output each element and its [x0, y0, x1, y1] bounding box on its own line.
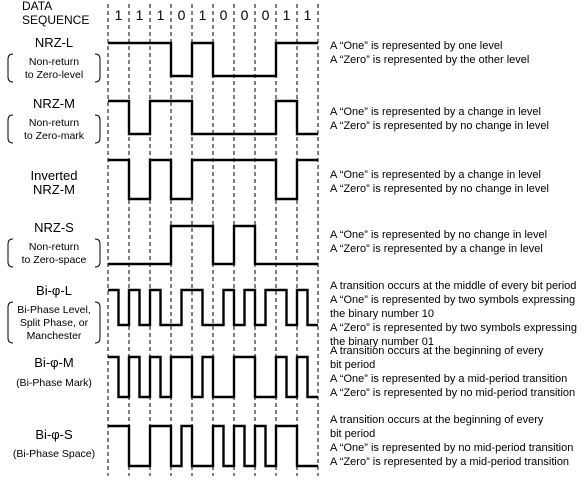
- encoding-description: A “Zero” is represented by a change in l…: [330, 243, 543, 255]
- left-bracket: [7, 238, 14, 268]
- encoding-description: A “One” is represented by a change in le…: [330, 169, 541, 181]
- encoding-subtitle: Bi-Phase Level,: [17, 304, 91, 316]
- encoding-description: A “Zero” is represented by no change in …: [330, 183, 549, 195]
- encoding-subtitle: Manchester: [27, 330, 82, 342]
- encoding-subtitle: to Zero-space: [22, 254, 87, 266]
- encoding-subtitle: Non-return: [29, 117, 79, 129]
- header-line-1: DATA: [22, 0, 52, 13]
- encoding-description: the binary number 10: [330, 308, 434, 320]
- encoding-description: A “Zero” is represented by no change in …: [330, 120, 549, 132]
- encoding-description: A “One” is represented by a change in le…: [330, 106, 541, 118]
- encoding-title: Inverted: [31, 168, 78, 183]
- encoding-row-bi-phase-s: Bi-φ-S (Bi-Phase Space) A transition occur…: [13, 414, 573, 468]
- data-bit: 1: [157, 7, 165, 23]
- encoding-subtitle: Non-return: [29, 241, 79, 253]
- right-bracket: [94, 301, 101, 344]
- data-bit: 1: [136, 7, 144, 23]
- right-bracket: [94, 114, 101, 144]
- encoding-subtitle: to Zero-level: [25, 69, 83, 81]
- encoding-subtitle: Split Phase, or: [20, 317, 89, 329]
- encoding-description: A transition occurs at the beginning of …: [330, 345, 544, 357]
- encoding-description: A “Zero” is represented by no mid-period…: [330, 387, 575, 399]
- waveform-bi-phase-m: [108, 355, 318, 399]
- encoding-description: the binary number 01: [330, 336, 434, 348]
- encoding-description: A “One” is represented by one level: [330, 40, 502, 52]
- data-bit: 1: [199, 7, 207, 23]
- encoding-description: A “Zero” is represented by the other lev…: [330, 54, 529, 66]
- encoding-row-bi-phase-l: Bi-φ-L Bi-Phase Level,Split Phase, orManc…: [7, 280, 577, 348]
- encoding-subtitle: (Bi-Phase Space): [13, 448, 95, 460]
- encoding-description: A “One” is represented by two symbols ex…: [330, 294, 575, 306]
- left-bracket: [7, 114, 14, 144]
- encoding-description: A “One” is represented by no mid-period …: [330, 442, 573, 454]
- encoding-description: A transition occurs at the middle of eve…: [330, 280, 576, 292]
- waveform-nrz-m: [108, 99, 318, 136]
- data-bit: 1: [283, 7, 291, 23]
- encoding-title: NRZ-S: [34, 220, 74, 235]
- encoding-title: Bi-φ-M: [34, 355, 73, 370]
- encoding-title: Bi-φ-L: [36, 283, 72, 298]
- encoding-subtitle: Non-return: [29, 56, 79, 68]
- data-bit: 1: [304, 7, 312, 23]
- waveform-bi-phase-s: [108, 424, 318, 468]
- data-bit: 0: [178, 7, 186, 23]
- waveform-nrz-s: [108, 224, 318, 266]
- waveform-nrz-l: [108, 41, 318, 78]
- encoding-description: bit period: [330, 359, 375, 371]
- encoding-row-bi-phase-m: Bi-φ-M (Bi-Phase Mark) A transition occurs…: [16, 345, 575, 399]
- encoding-description: A “Zero” is represented by a mid-period …: [330, 456, 569, 468]
- data-bit: 0: [262, 7, 270, 23]
- encoding-description: A transition occurs at the beginning of …: [330, 414, 544, 426]
- encoding-title: NRZ-M: [33, 182, 75, 197]
- encoding-description: A “Zero” is represented by two symbols e…: [330, 322, 577, 334]
- encoding-title: Bi-φ-S: [35, 427, 73, 442]
- right-bracket: [94, 238, 101, 268]
- data-bit: 1: [115, 7, 123, 23]
- encoding-subtitle: to Zero-mark: [24, 130, 85, 142]
- left-bracket: [7, 53, 14, 83]
- encoding-description: bit period: [330, 428, 375, 440]
- left-bracket: [7, 301, 14, 344]
- encoding-subtitle: (Bi-Phase Mark): [16, 377, 92, 389]
- waveform-inv-nrz-m: [108, 158, 318, 201]
- waveform-bi-phase-l: [108, 288, 318, 327]
- encoding-description: A “One” is represented by no change in l…: [330, 229, 547, 241]
- encoding-description: A “One” is represented by a mid-period t…: [330, 373, 567, 385]
- encoding-title: NRZ-L: [35, 35, 73, 50]
- encoding-title: NRZ-M: [33, 96, 75, 111]
- header-line-2: SEQUENCE: [22, 13, 89, 27]
- data-bit: 0: [220, 7, 228, 23]
- right-bracket: [94, 53, 101, 83]
- data-bit: 0: [241, 7, 249, 23]
